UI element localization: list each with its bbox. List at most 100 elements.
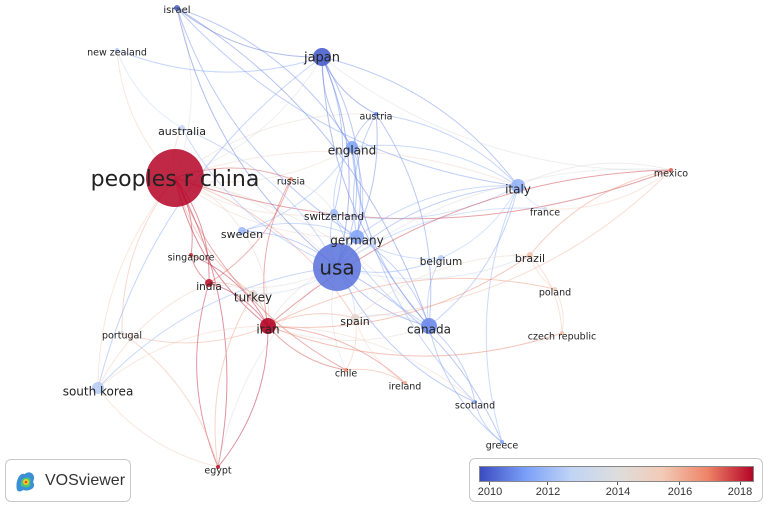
label-chile: chile bbox=[335, 369, 358, 380]
label-england: england bbox=[328, 144, 377, 158]
label-south-korea: south korea bbox=[63, 385, 134, 399]
collaboration-link bbox=[345, 368, 406, 384]
node-layer bbox=[92, 5, 673, 469]
node-scotland[interactable] bbox=[473, 400, 477, 404]
node-usa[interactable] bbox=[313, 243, 361, 291]
collaboration-link bbox=[336, 266, 476, 403]
collaboration-link bbox=[333, 212, 430, 327]
collaboration-link bbox=[321, 56, 519, 187]
collaboration-link bbox=[321, 56, 350, 268]
label-greece: greece bbox=[486, 441, 519, 452]
collaboration-link bbox=[428, 185, 519, 327]
collaboration-link bbox=[375, 113, 519, 187]
node-germany[interactable] bbox=[350, 230, 364, 244]
label-mexico: mexico bbox=[654, 169, 688, 180]
collaboration-link bbox=[176, 7, 323, 58]
node-australia[interactable] bbox=[179, 125, 185, 131]
label-germany: germany bbox=[330, 234, 383, 248]
node-egypt[interactable] bbox=[216, 465, 220, 469]
collaboration-link bbox=[354, 254, 531, 319]
node-sweden[interactable] bbox=[238, 227, 246, 235]
collaboration-link bbox=[97, 266, 338, 389]
collaboration-link bbox=[97, 282, 210, 389]
color-scale-bar bbox=[479, 466, 754, 482]
node-iran[interactable] bbox=[260, 318, 276, 334]
vosviewer-logo-icon bbox=[16, 471, 35, 491]
node-new-zealand[interactable] bbox=[115, 48, 119, 52]
label-new-zealand: new zealand bbox=[87, 48, 147, 59]
label-usa: usa bbox=[319, 256, 354, 280]
node-spain[interactable] bbox=[351, 314, 359, 322]
tick-mark bbox=[547, 482, 548, 485]
node-greece[interactable] bbox=[500, 440, 504, 444]
node-japan[interactable] bbox=[313, 48, 331, 66]
collaboration-link bbox=[267, 325, 347, 371]
label-egypt: egypt bbox=[204, 466, 232, 477]
collaboration-link bbox=[356, 236, 442, 260]
node-singapore[interactable] bbox=[189, 253, 193, 257]
collaboration-link bbox=[241, 222, 358, 238]
node-chile[interactable] bbox=[344, 368, 348, 372]
collaboration-link bbox=[267, 169, 672, 327]
collaboration-link bbox=[333, 146, 353, 214]
brand-name: VOSviewer bbox=[45, 471, 126, 489]
tick-mark bbox=[679, 482, 680, 485]
node-england[interactable] bbox=[346, 141, 358, 153]
edge-layer bbox=[97, 7, 672, 468]
node-belgium[interactable] bbox=[438, 255, 444, 261]
node-peoples-r-china[interactable] bbox=[146, 149, 204, 207]
collaboration-link bbox=[176, 7, 519, 187]
label-turkey: turkey bbox=[234, 291, 272, 305]
label-france: france bbox=[530, 208, 560, 219]
label-spain: spain bbox=[340, 315, 370, 328]
node-italy[interactable] bbox=[511, 179, 525, 193]
node-ireland[interactable] bbox=[403, 381, 407, 385]
node-portugal[interactable] bbox=[120, 331, 124, 335]
collaboration-link bbox=[121, 325, 269, 344]
collaboration-link bbox=[354, 169, 672, 319]
collaboration-link bbox=[208, 178, 292, 284]
label-india: india bbox=[196, 281, 222, 293]
node-india[interactable] bbox=[205, 279, 213, 287]
collaboration-link bbox=[176, 7, 353, 148]
node-mexico[interactable] bbox=[669, 168, 673, 172]
node-russia[interactable] bbox=[289, 177, 293, 181]
collaboration-link bbox=[351, 146, 364, 238]
tick-mark bbox=[617, 482, 618, 485]
collaboration-link bbox=[345, 317, 357, 371]
collaboration-link bbox=[116, 49, 323, 73]
node-czech-republic[interactable] bbox=[560, 331, 564, 335]
label-canada: canada bbox=[407, 323, 451, 337]
node-france[interactable] bbox=[543, 207, 547, 211]
label-scotland: scotland bbox=[455, 401, 495, 412]
node-israel[interactable] bbox=[174, 5, 180, 11]
collaboration-link bbox=[241, 230, 269, 327]
collaboration-link bbox=[356, 185, 519, 238]
collaboration-link bbox=[97, 387, 219, 468]
legend-tick-2014: 2014 bbox=[605, 486, 631, 498]
collaboration-link bbox=[267, 313, 356, 327]
collaboration-link bbox=[174, 177, 356, 319]
collaboration-link bbox=[554, 288, 564, 334]
collaboration-link bbox=[97, 177, 176, 389]
node-canada[interactable] bbox=[421, 318, 437, 334]
legend-tick-2018: 2018 bbox=[727, 486, 753, 498]
node-austria[interactable] bbox=[374, 112, 378, 116]
collaboration-link bbox=[336, 185, 519, 268]
collaboration-link bbox=[174, 177, 347, 371]
vosviewer-brand: VOSviewer bbox=[5, 459, 131, 502]
collaboration-link bbox=[181, 127, 338, 268]
node-poland[interactable] bbox=[553, 287, 557, 291]
collaboration-link bbox=[321, 56, 353, 148]
node-brazil[interactable] bbox=[527, 252, 533, 258]
node-switzerland[interactable] bbox=[330, 209, 338, 217]
collaboration-link bbox=[352, 113, 377, 238]
node-turkey[interactable] bbox=[249, 290, 257, 298]
collaboration-link bbox=[267, 325, 563, 357]
collaboration-link bbox=[214, 293, 254, 468]
collaboration-link bbox=[336, 207, 546, 268]
collaboration-link bbox=[336, 168, 672, 268]
collaboration-link bbox=[181, 127, 338, 268]
node-south-korea[interactable] bbox=[92, 382, 104, 394]
